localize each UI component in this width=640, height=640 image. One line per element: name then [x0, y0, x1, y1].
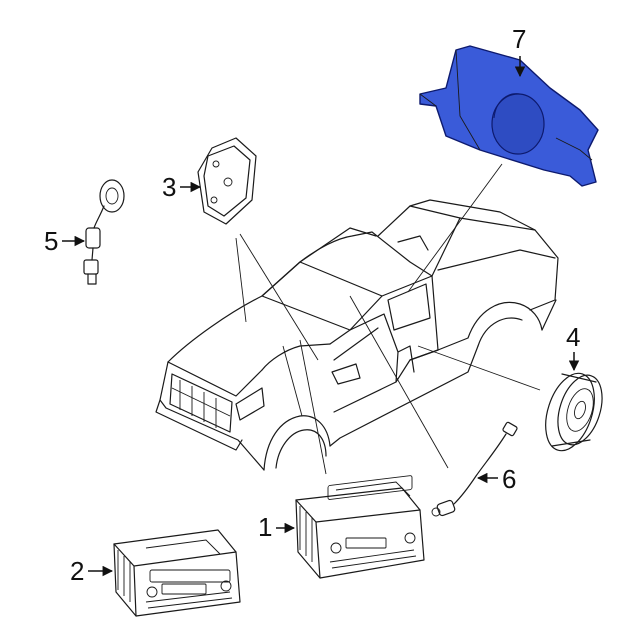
callout-label-1: 1 [258, 512, 272, 542]
leader-lines [235, 163, 541, 475]
callout-7: 7 [512, 24, 526, 78]
callout-4: 4 [566, 322, 580, 372]
part-1-radio-receiver[interactable] [295, 475, 425, 579]
callout-2: 2 [70, 556, 114, 586]
part-3-speaker-bracket[interactable] [197, 137, 257, 225]
part-4-door-speaker[interactable] [537, 367, 610, 457]
part-6-wire-harness[interactable] [431, 421, 518, 517]
callout-3: 3 [162, 172, 202, 202]
callout-5: 5 [44, 226, 86, 256]
callout-label-5: 5 [44, 226, 58, 256]
pickup-truck-illustration [155, 199, 559, 471]
part-5-tweeter-speaker[interactable] [83, 179, 125, 285]
callout-label-6: 6 [502, 464, 516, 494]
callout-label-3: 3 [162, 172, 176, 202]
callout-1: 1 [258, 512, 296, 542]
callout-label-4: 4 [566, 322, 580, 352]
callout-label-2: 2 [70, 556, 84, 586]
callout-label-7: 7 [512, 24, 526, 54]
part-7-subwoofer-enclosure[interactable] [419, 45, 599, 187]
part-2-radio-receiver[interactable] [113, 529, 241, 617]
callout-6: 6 [476, 464, 516, 494]
